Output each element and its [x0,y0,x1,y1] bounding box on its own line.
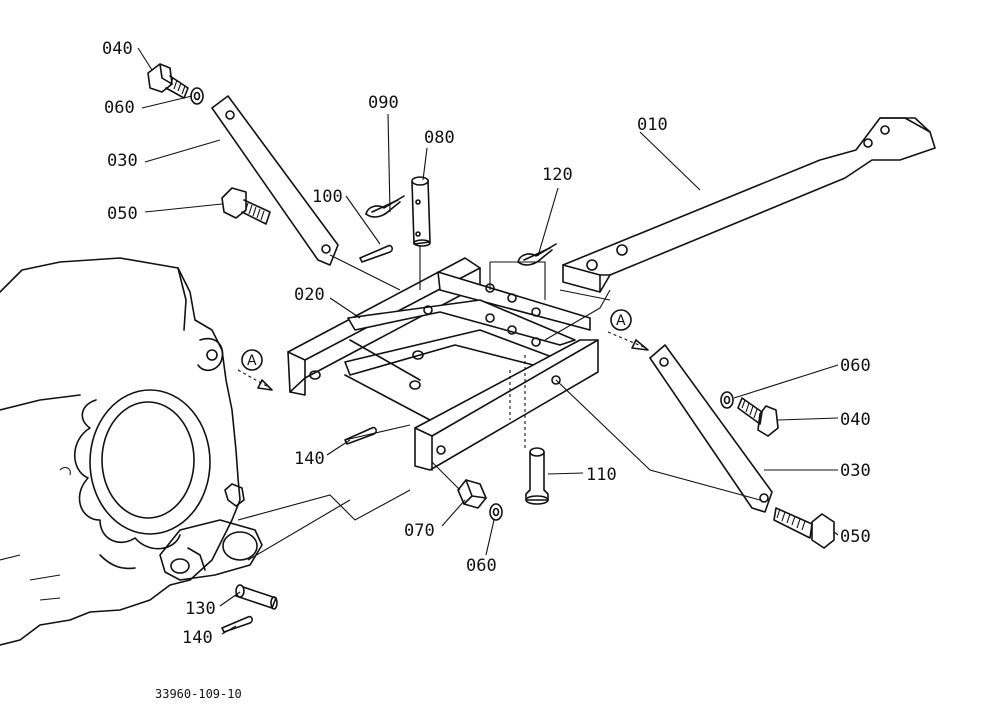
label-140-lower: 140 [182,628,213,648]
view-marker-left: A [237,349,273,391]
part-020-frame [287,257,599,471]
part-100-cotter-pin [359,244,393,263]
part-030-lower-link [649,344,773,513]
label-100: 100 [312,187,343,207]
part-070-nut [457,479,487,509]
part-labels: 040 060 030 050 090 080 100 120 010 020 … [102,39,871,648]
label-080: 080 [424,128,455,148]
label-040-upper: 040 [102,39,133,59]
label-010: 010 [637,115,668,135]
label-140-upper: 140 [294,449,325,469]
label-060-lower: 060 [466,556,497,576]
label-060-upper: 060 [104,98,135,118]
label-040-lower: 040 [840,410,871,430]
label-050-upper: 050 [107,204,138,224]
part-010-drawbar [562,117,936,293]
label-leaders [137,47,839,635]
label-120: 120 [542,165,573,185]
label-070: 070 [404,521,435,541]
part-140-cotter-pin-lower [221,615,253,633]
part-060-washer-right [720,391,734,409]
part-060-washer-lower [489,503,503,521]
part-030-upper-link [211,95,339,266]
label-030-lower: 030 [840,461,871,481]
part-130-pin [235,584,278,610]
label-050-lower: 050 [840,527,871,547]
label-030-upper: 030 [107,151,138,171]
part-060-washer-upper [190,87,204,105]
part-050-bolt-upper [221,187,271,225]
part-110-pin [525,447,549,505]
part-140-cotter-pin-upper [344,426,377,445]
assembly-lines [237,246,761,561]
drawing-number: 33960-109-10 [155,687,242,701]
label-020: 020 [294,285,325,305]
label-110: 110 [586,465,617,485]
part-120-clip [517,243,557,266]
view-marker-right-label: A [616,313,626,329]
part-050-bolt-lower [773,507,835,549]
view-marker-left-label: A [247,353,257,369]
label-060-right: 060 [840,356,871,376]
label-130: 130 [185,599,216,619]
part-040-bolt-upper [147,63,189,99]
part-080-pin [411,176,431,247]
view-marker-right: A [607,309,649,351]
part-040-bolt-lower [737,397,779,437]
label-090: 090 [368,93,399,113]
part-090-clip [365,195,405,218]
transmission-housing [0,257,263,646]
